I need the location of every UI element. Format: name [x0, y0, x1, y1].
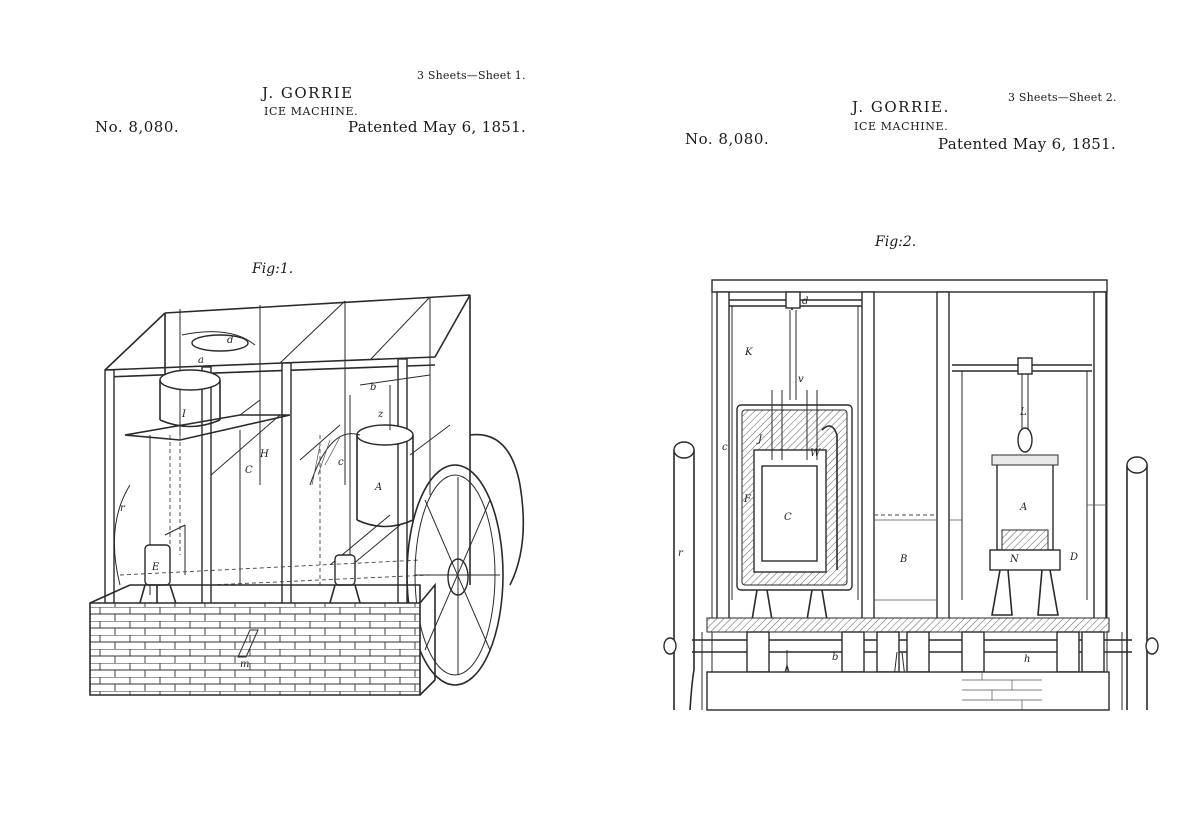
callout-C: C — [784, 512, 792, 523]
invention-title: ICE MACHINE. — [854, 120, 949, 133]
callout-I: I — [181, 409, 187, 420]
callout-K: K — [744, 347, 753, 358]
patent-number: No. 8,080. — [685, 130, 770, 148]
callout-F: F — [743, 494, 752, 505]
ice-machine-perspective-drawing: d a I C H b z A c E r m — [89, 294, 525, 696]
callout-d: d — [227, 335, 233, 346]
callout-A: A — [374, 482, 382, 493]
callout-L: L — [1019, 407, 1027, 418]
patent-sheet-1: 3 Sheets—Sheet 1. J. GORRIE ICE MACHINE.… — [89, 69, 527, 696]
callout-v: v — [798, 374, 804, 385]
callout-B: B — [899, 554, 907, 565]
sheet-note: 3 Sheets—Sheet 1. — [417, 69, 526, 82]
callout-r: r — [678, 548, 684, 559]
callout-r: r — [120, 503, 126, 514]
callout-E: E — [151, 562, 160, 573]
callout-H: H — [259, 449, 269, 460]
patented-date: Patented May 6, 1851. — [348, 118, 527, 136]
callout-A: A — [1019, 502, 1027, 513]
ice-machine-sectional-drawing: d K v J W C F B L A N D c r b h — [663, 279, 1159, 711]
inventor-name: J. GORRIE — [262, 84, 354, 102]
callout-N: N — [1009, 554, 1020, 565]
callout-z: z — [377, 409, 384, 420]
invention-title: ICE MACHINE. — [264, 105, 359, 118]
sheet-note: 3 Sheets—Sheet 2. — [1008, 91, 1117, 104]
callout-c: c — [338, 457, 344, 468]
figure-label: Fig:1. — [252, 261, 294, 277]
callout-a: a — [198, 355, 204, 366]
callout-h: h — [1024, 654, 1030, 665]
callout-c: c — [722, 442, 728, 453]
callout-C: C — [245, 465, 253, 476]
callout-b: b — [832, 652, 838, 663]
callout-b: b — [370, 382, 376, 393]
figure-label: Fig:2. — [875, 234, 917, 250]
callout-J: J — [756, 434, 763, 445]
callout-W: W — [810, 448, 821, 459]
callout-m: m — [240, 659, 249, 670]
callout-D: D — [1069, 552, 1078, 563]
inventor-name: J. GORRIE. — [852, 98, 950, 116]
patent-number: No. 8,080. — [95, 118, 180, 136]
patented-date: Patented May 6, 1851. — [938, 135, 1117, 153]
patent-sheet-2: 3 Sheets—Sheet 2. J. GORRIE. ICE MACHINE… — [600, 0, 1200, 820]
callout-d: d — [802, 296, 808, 307]
